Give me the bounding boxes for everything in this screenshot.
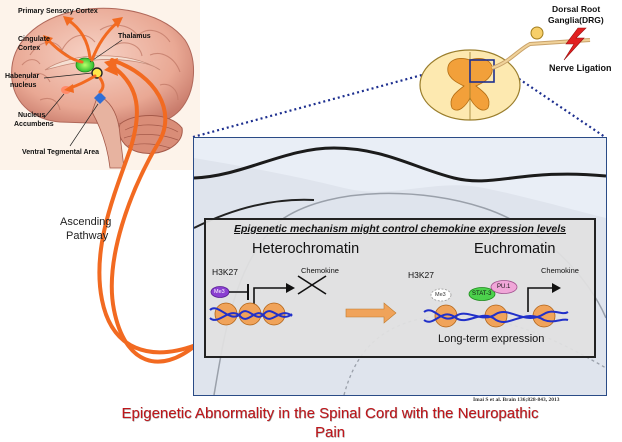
caption-line1: Epigenetic Abnormality in the Spinal Cor… xyxy=(121,405,539,422)
mechanism-title: Epigenetic mechanism might control chemo… xyxy=(233,223,567,235)
heterochromatin-label: Heterochromatin xyxy=(252,241,360,257)
drg-label-line2: Ganglia(DRG) xyxy=(548,15,604,25)
pu1-label: PU.1 xyxy=(497,284,511,290)
epigenetic-mechanism-box: Epigenetic mechanism might control chemo… xyxy=(204,218,596,358)
me3-left-label: Me3 xyxy=(214,289,225,295)
nerve-ligation-label: Nerve Ligation xyxy=(549,63,612,73)
ascending-pathway-label-line1: Ascending xyxy=(60,216,112,228)
nucleus-accumbens-label-line2: Accumbens xyxy=(14,121,54,128)
caption-line2: Pain xyxy=(314,424,346,441)
habenular-label-line2: nucleus xyxy=(10,82,37,89)
thalamus-label: Thalamus xyxy=(118,33,151,40)
primary-sensory-cortex-label: Primary Sensory Cortex xyxy=(18,8,98,15)
cingulate-cortex-label-line2: Cortex xyxy=(18,45,41,52)
citation-text: Imai S et al. Brain 136;828-843, 2013 xyxy=(473,397,560,403)
dorsal-horn-inset: Epigenetic mechanism might control chemo… xyxy=(193,137,607,396)
vta-marker xyxy=(94,92,106,104)
ascending-pathway-label-line2: Pathway xyxy=(66,230,109,242)
nerve-ligation-lightning-icon xyxy=(563,27,587,61)
habenular-label-line1: Habenular xyxy=(5,73,40,80)
chemokine-right-label: Chemokine xyxy=(541,266,579,275)
spinal-cord-illustration xyxy=(419,26,591,121)
nucleus-accumbens-label-line1: Nucleus xyxy=(18,112,46,119)
me3-right-label: Me3 xyxy=(435,292,446,298)
drg-label-line1: Dorsal Root xyxy=(552,4,601,14)
long-term-expression-label: Long-term expression xyxy=(438,333,545,345)
h3k27-left-label: H3K27 xyxy=(212,267,238,277)
chromatin-schematic xyxy=(209,275,569,328)
stat3-label: STAT-3 xyxy=(472,291,492,297)
euchromatin-label: Euchromatin xyxy=(474,241,556,257)
h3k27-right-label: H3K27 xyxy=(408,270,434,280)
vta-label: Ventral Tegmental Area xyxy=(22,149,100,156)
brain-illustration xyxy=(0,0,200,170)
cingulate-cortex-label-line1: Cingulate xyxy=(18,36,50,43)
chemokine-left-label: Chemokine xyxy=(301,266,339,275)
